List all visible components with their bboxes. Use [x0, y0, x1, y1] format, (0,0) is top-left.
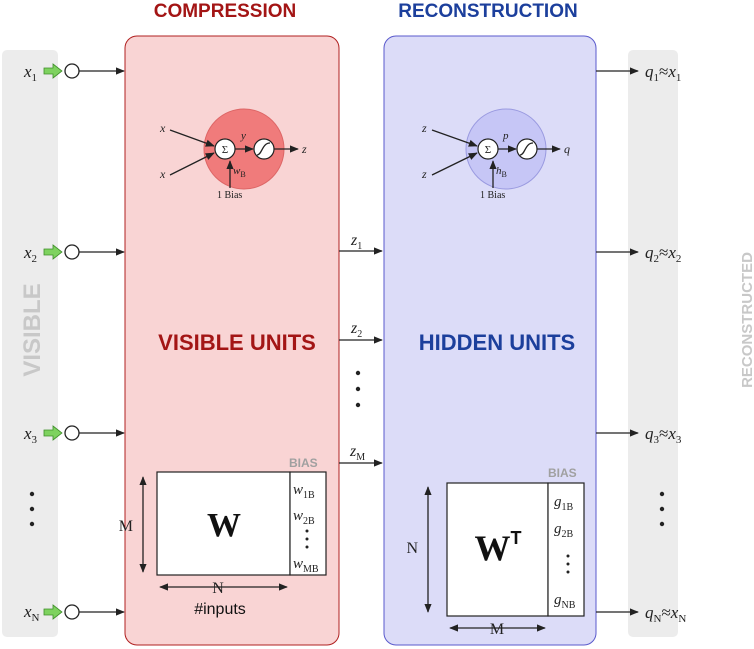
compression-neuron-icon: x x Σ y z wB 1 Bias: [159, 108, 307, 201]
bias-label: 1 Bias: [217, 190, 242, 201]
input-node: [64, 604, 80, 620]
svg-text:p: p: [502, 130, 509, 142]
hidden-units-label: HIDDEN UNITS: [419, 330, 575, 355]
reconstruction-header: RECONSTRUCTION: [398, 1, 577, 22]
reconstructed-row: qN≈xN: [596, 603, 686, 625]
matrix-body: [156, 471, 291, 576]
visible-side-label: VISIBLE: [19, 283, 46, 376]
activation-node: [516, 138, 538, 160]
compression-header: COMPRESSION: [154, 1, 297, 22]
bias-entry: g2B: [554, 521, 574, 540]
neuron-input-label: z: [421, 121, 427, 135]
input-row: x2: [23, 243, 125, 265]
bias-label: 1 Bias: [480, 190, 505, 201]
rows-dimension-label: M: [119, 518, 133, 535]
reconstructed-label: q1≈x1: [645, 62, 681, 84]
input-label: x2: [23, 243, 37, 265]
reconstructed-row: q2≈x2: [596, 243, 681, 265]
bias-entry: gNB: [554, 592, 576, 611]
svg-text:z: z: [301, 142, 307, 156]
input-label: x1: [23, 62, 37, 84]
visible-units-label: VISIBLE UNITS: [158, 330, 316, 355]
matrix-body: [446, 482, 549, 617]
reconstructed-label: qN≈xN: [645, 603, 686, 625]
svg-text:q: q: [564, 142, 570, 156]
input-arrow-icon: [43, 63, 63, 79]
svg-text:Σ: Σ: [222, 144, 228, 156]
input-arrow-icon: [43, 604, 63, 620]
neuron-input-label: x: [159, 167, 166, 181]
reconstructed-side-label: RECONSTRUCTED: [739, 252, 754, 388]
bias-weight-label: hB: [496, 165, 507, 179]
input-label: xN: [23, 602, 40, 624]
input-row: x1: [23, 62, 125, 84]
matrix-label: W: [207, 507, 241, 544]
hidden-output-row: z1: [339, 232, 383, 255]
input-node: [64, 244, 80, 260]
bias-entry: wMB: [293, 556, 319, 575]
activation-node: [253, 138, 275, 160]
reconstructed-side-panel: [628, 50, 678, 637]
hidden-output-label: z1: [350, 232, 362, 252]
reconstructed-label: q3≈x3: [645, 424, 682, 446]
matrix-label: WT: [475, 528, 522, 568]
visible-side-panel: [2, 50, 58, 637]
weight-matrix: BIAS W w1B w2B wMB M N #inputs: [119, 456, 327, 618]
hidden-output-label: zM: [349, 443, 365, 463]
bias-entry: w1B: [293, 482, 315, 501]
reconstruction-neuron-icon: z z Σ p q hB 1 Bias: [421, 108, 570, 201]
reconstructed-row: q3≈x3: [596, 424, 682, 446]
input-row: xN: [23, 602, 125, 624]
hidden-output-label: z2: [350, 320, 362, 340]
reconstructed-label: q2≈x2: [645, 243, 681, 265]
bias-entry: g1B: [554, 494, 574, 513]
input-arrow-icon: [43, 244, 63, 260]
reconstructed-row: q1≈x1: [596, 62, 681, 84]
bias-entry: w2B: [293, 508, 315, 527]
input-node: [64, 425, 80, 441]
inputs-caption: #inputs: [194, 601, 246, 618]
input-label: x3: [23, 424, 38, 446]
svg-text:Σ: Σ: [485, 144, 491, 156]
bias-column: [289, 471, 327, 576]
transpose-matrix: BIAS WT g1B g2B gNB N M: [406, 466, 585, 638]
input-arrow-icon: [43, 425, 63, 441]
cols-dimension-label: N: [212, 580, 224, 597]
input-ellipsis: [29, 491, 35, 527]
rows-dimension-label: N: [406, 540, 418, 557]
hidden-ellipsis: [355, 370, 361, 408]
svg-text:y: y: [240, 130, 246, 142]
bias-column: [547, 482, 585, 617]
neuron-input-label: z: [421, 167, 427, 181]
neuron-input-label: x: [159, 121, 166, 135]
reconstructed-ellipsis: [659, 491, 665, 527]
hidden-output-row: z2: [339, 320, 383, 344]
bias-weight-label: wB: [233, 165, 246, 179]
bias-column-label: BIAS: [548, 466, 577, 480]
bias-column-label: BIAS: [289, 456, 318, 470]
input-node: [64, 63, 80, 79]
input-row: x3: [23, 424, 125, 446]
cols-dimension-label: M: [490, 621, 504, 638]
hidden-output-row: zM: [339, 443, 383, 467]
